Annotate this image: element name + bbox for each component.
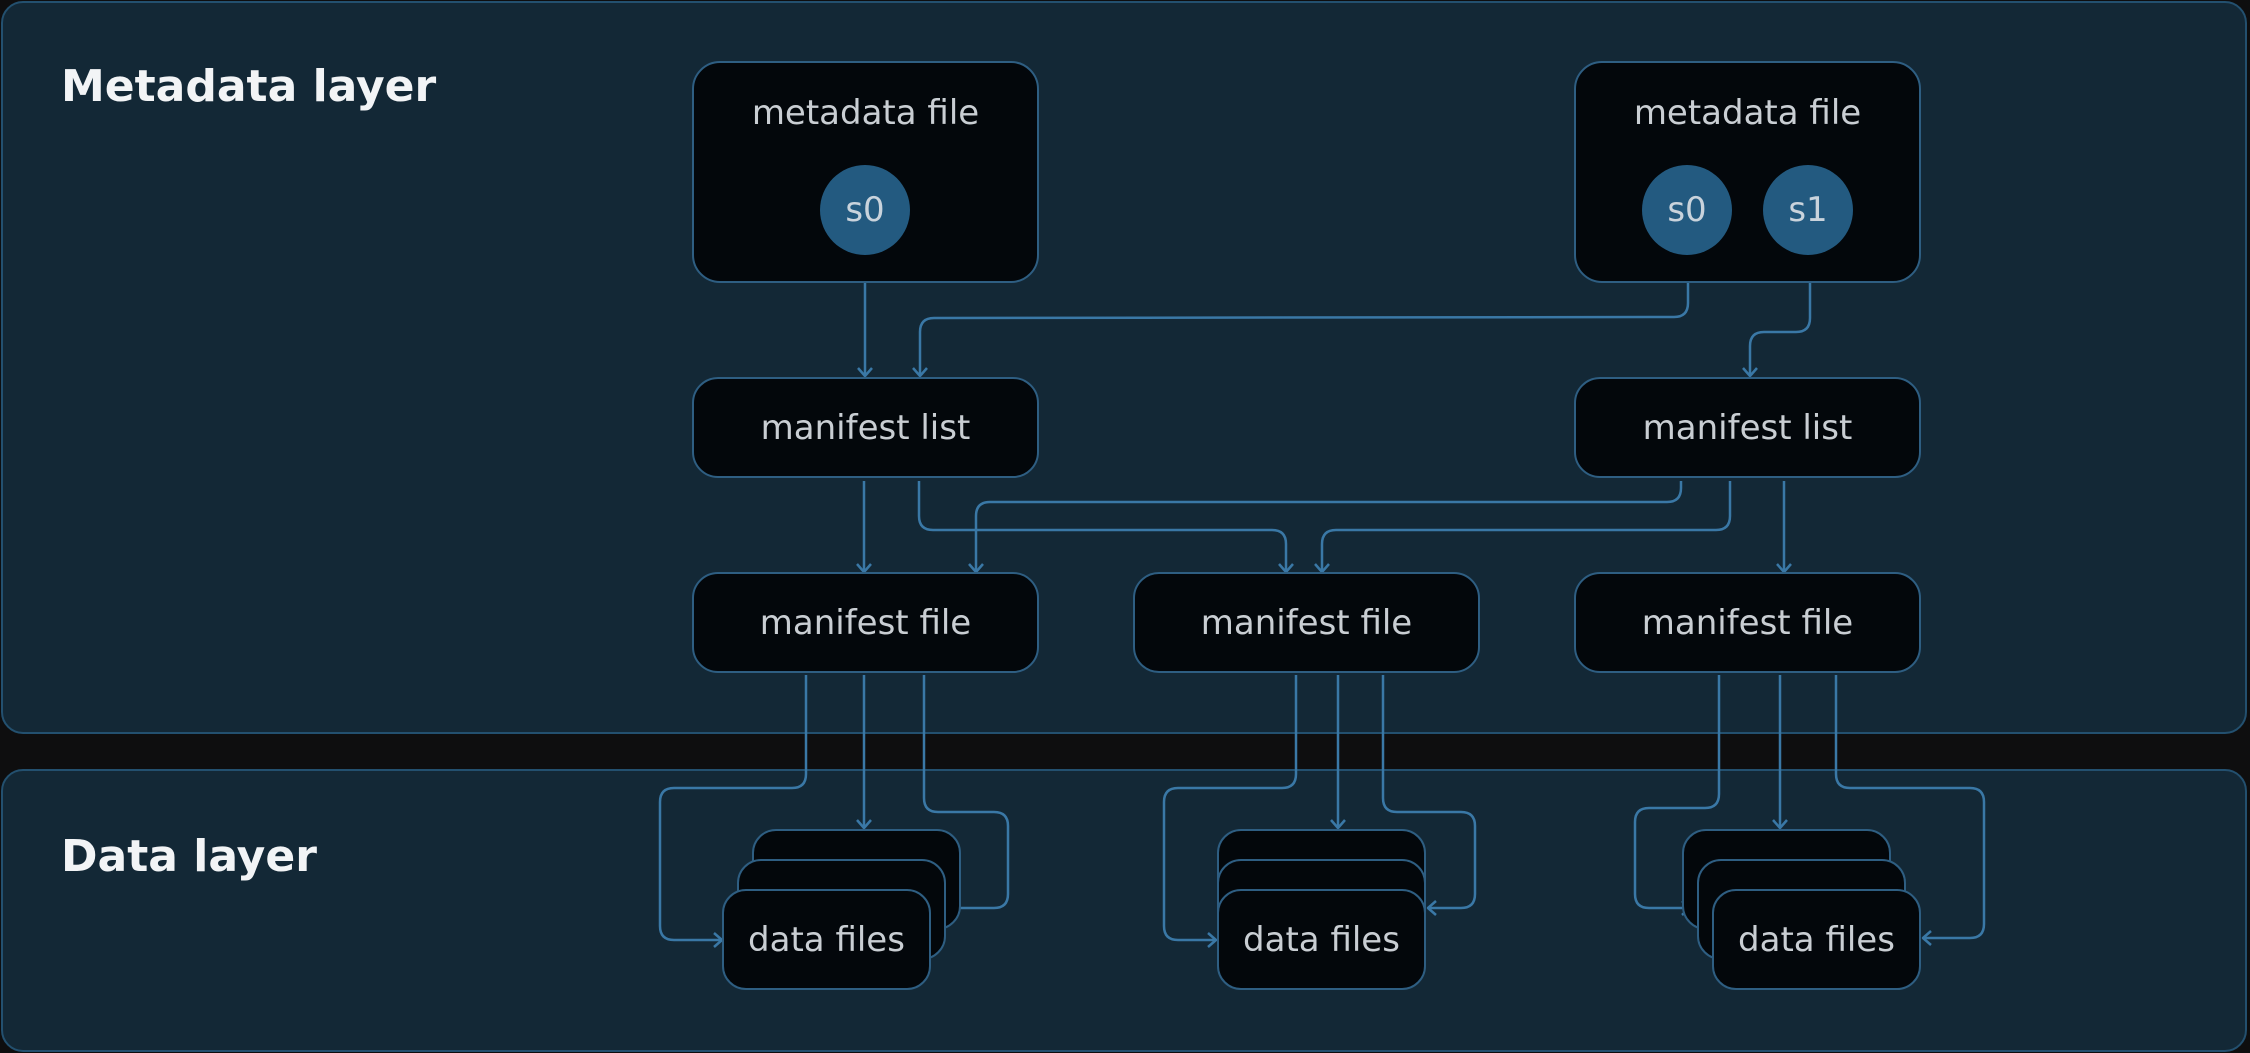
manifest-file-label: manifest file bbox=[759, 602, 972, 643]
metadata-file-2: metadata file bbox=[1574, 61, 1921, 283]
manifest-list-label: manifest list bbox=[1642, 407, 1853, 448]
manifest-list-2: manifest list bbox=[1574, 377, 1921, 478]
manifest-file-1: manifest file bbox=[692, 572, 1039, 673]
data-files-1: data files bbox=[722, 889, 931, 990]
data-files-3: data files bbox=[1712, 889, 1921, 990]
manifest-list-label: manifest list bbox=[760, 407, 971, 448]
snapshot-s0: s0 bbox=[1642, 165, 1732, 255]
metadata-layer-title: Metadata layer bbox=[61, 61, 437, 112]
data-files-label: data files bbox=[748, 919, 905, 960]
metadata-file-label: metadata file bbox=[1633, 93, 1862, 133]
manifest-list-1: manifest list bbox=[692, 377, 1039, 478]
manifest-file-label: manifest file bbox=[1200, 602, 1413, 643]
manifest-file-2: manifest file bbox=[1133, 572, 1480, 673]
snapshot-s0: s0 bbox=[820, 165, 910, 255]
data-files-2: data files bbox=[1217, 889, 1426, 990]
manifest-file-label: manifest file bbox=[1641, 602, 1854, 643]
data-layer-title: Data layer bbox=[61, 831, 317, 882]
data-files-label: data files bbox=[1243, 919, 1400, 960]
snapshot-s1: s1 bbox=[1763, 165, 1853, 255]
manifest-file-3: manifest file bbox=[1574, 572, 1921, 673]
metadata-file-label: metadata file bbox=[751, 93, 980, 133]
data-files-label: data files bbox=[1738, 919, 1895, 960]
